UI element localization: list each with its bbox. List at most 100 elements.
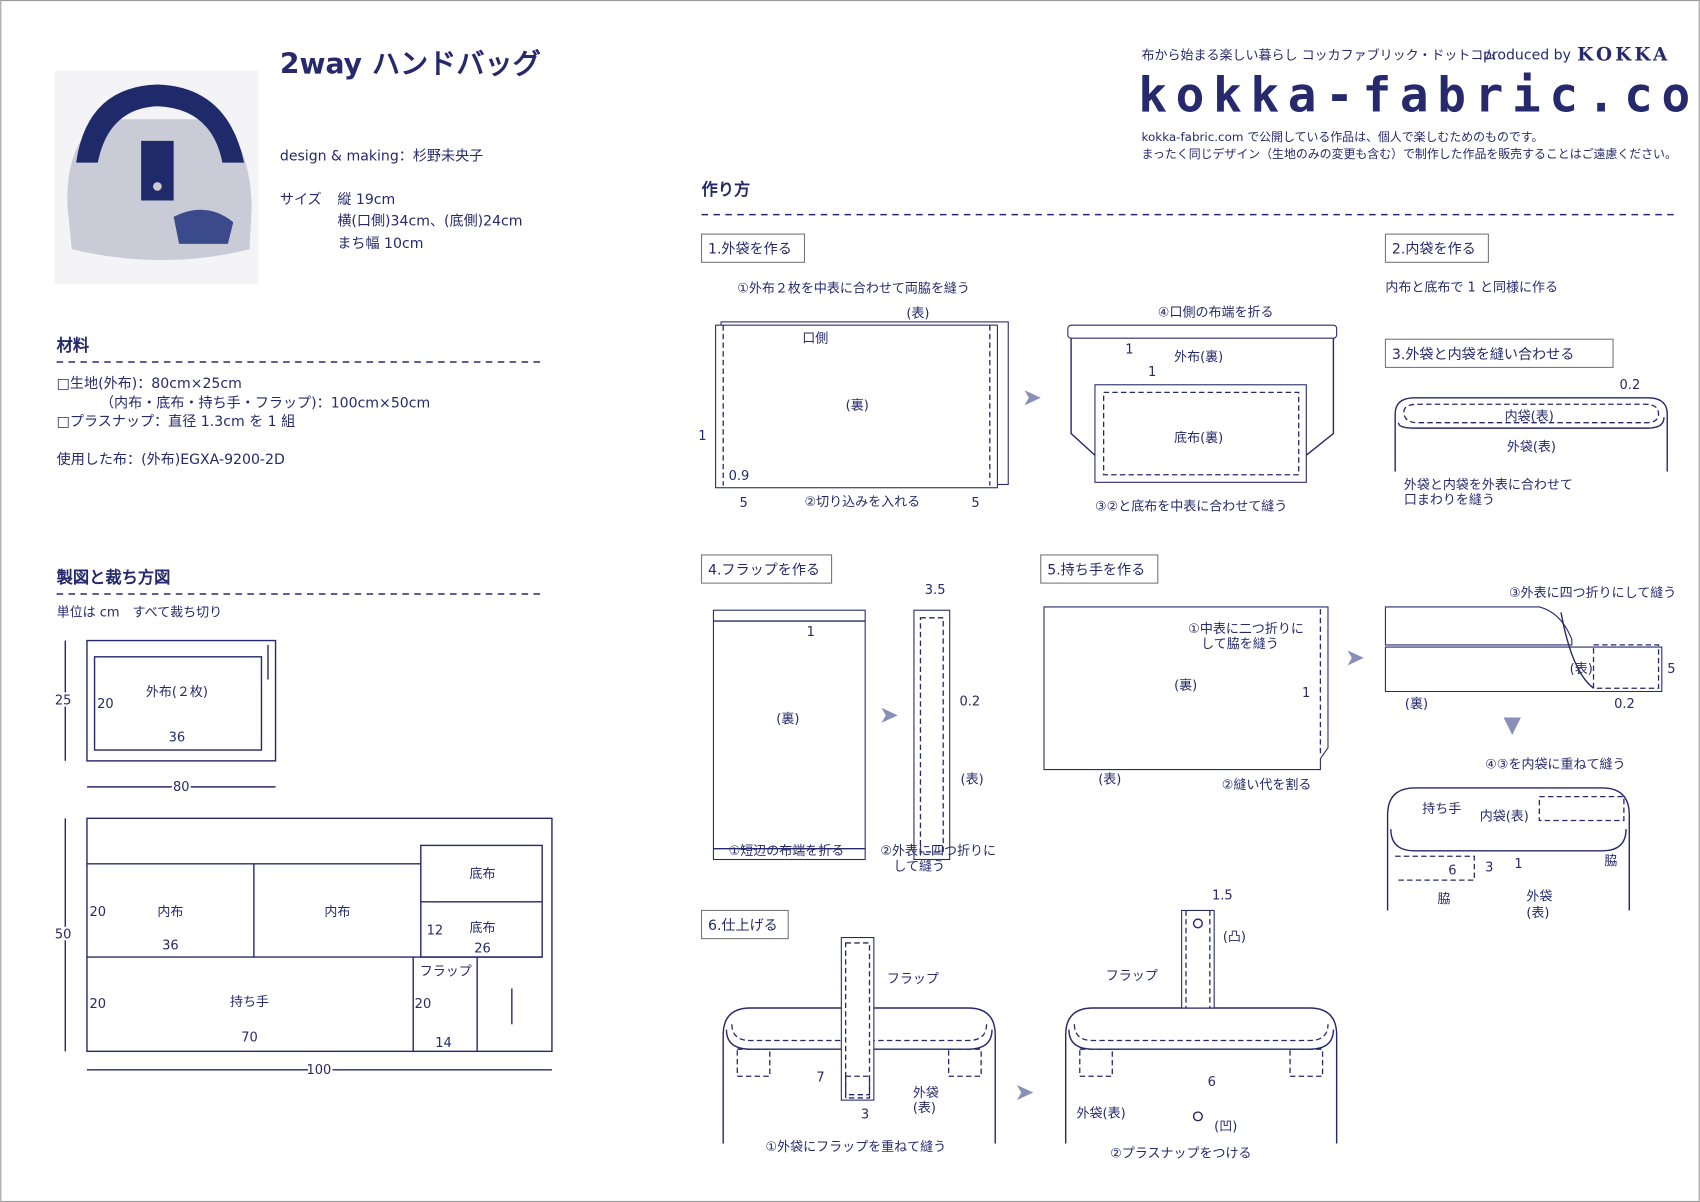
- annotation: 6: [1208, 1075, 1216, 1090]
- annotation: 口側: [802, 331, 828, 346]
- produced-by: produced by: [1483, 48, 1571, 64]
- material-line: □生地(外布)：80cm×25cm: [57, 376, 242, 392]
- annotation: 持ち手: [1422, 802, 1461, 817]
- annotation: (裏): [776, 712, 799, 727]
- dim: 80: [173, 780, 190, 795]
- annotation: して縫う: [893, 859, 945, 874]
- notice-line-1: kokka-fabric.com で公開している作品は、個人で楽しむためのもので…: [1142, 130, 1544, 144]
- step-title: 2.内袋を作る: [1392, 242, 1476, 258]
- cutting-diagram-lining: 内布 内布 底布 底布 持ち手 フラップ 20 36 12 26 20 70 2…: [53, 817, 553, 1080]
- annotation: ①中表に二つ折りに: [1188, 622, 1304, 637]
- annotation: 1: [1514, 857, 1522, 872]
- annotation: ③外表に四つ折りにして縫う: [1509, 586, 1676, 601]
- annotation: 外袋: [913, 1086, 939, 1101]
- annotation: 0.2: [1620, 378, 1641, 393]
- unit-note: 単位は cm すべて裁ち切り: [57, 605, 223, 621]
- cutting-heading: 製図と裁ち方図: [56, 568, 171, 587]
- annotation: ①外布２枚を中表に合わせて両脇を縫う: [737, 282, 970, 297]
- used-fabric: 使用した布：(外布)EGXA-9200-2D: [57, 451, 285, 468]
- annotation: 1: [698, 429, 706, 444]
- designer: design & making：杉野未央子: [280, 148, 483, 164]
- piece-label: 外布(２枚): [146, 685, 208, 700]
- annotation: 6: [1448, 864, 1456, 879]
- annotation: 3.5: [925, 583, 946, 598]
- dim: 20: [97, 697, 114, 712]
- annotation: (表): [1098, 773, 1121, 788]
- annotation: 外袋: [1526, 890, 1552, 905]
- dim: 12: [427, 923, 444, 938]
- dim: 36: [169, 730, 186, 745]
- piece-label: 持ち手: [230, 995, 269, 1010]
- annotation: (表): [906, 307, 929, 322]
- annotation: ①短辺の布端を折る: [729, 844, 845, 859]
- annotation: 外袋(表): [1507, 440, 1556, 455]
- annotation: 外袋(表): [1077, 1106, 1126, 1121]
- page-title: 2way ハンドバッグ: [280, 48, 541, 81]
- size-gusset: まち幅 10cm: [337, 236, 423, 252]
- notice-line-2: まったく同じデザイン（生地のみの変更も含む）で制作した作品を販売することはご遠慮…: [1142, 147, 1677, 161]
- dim: 50: [55, 928, 72, 943]
- annotation: フラップ: [887, 972, 939, 987]
- annotation: (裏): [1174, 678, 1197, 693]
- piece-label: 底布: [470, 866, 496, 882]
- annotation: 外布(裏): [1174, 350, 1223, 365]
- annotation: 1: [1125, 342, 1133, 357]
- bag-photo: [54, 70, 259, 284]
- annotation: ③②と底布を中表に合わせて縫う: [1095, 498, 1287, 514]
- annotation: 0.9: [729, 469, 750, 484]
- step-title: 6.仕上げる: [708, 918, 778, 934]
- brand-tagline: 布から始まる楽しい暮らし コッカファブリック・ドットコム: [1142, 48, 1497, 64]
- annotation: 1: [807, 625, 815, 640]
- dim: 20: [90, 905, 107, 920]
- annotation: フラップ: [1106, 969, 1158, 984]
- step-title: 3.外袋と内袋を縫い合わせる: [1392, 347, 1574, 363]
- dim: 26: [474, 942, 491, 957]
- annotation: ②縫い代を割る: [1222, 777, 1312, 793]
- step-title: 4.フラップを作る: [708, 562, 820, 578]
- step-3: 3.外袋と内袋を縫い合わせる 0.2 内袋(表) 外袋(表) 外袋と内袋を外表に…: [1384, 338, 1668, 508]
- kokka-maker: KOKKA: [1577, 45, 1670, 66]
- material-line: （内布・底布・持ち手・フラップ)：100cm×50cm: [100, 396, 430, 412]
- annotation: 3: [1485, 860, 1493, 875]
- materials-heading: 材料: [57, 336, 90, 355]
- size-height: 縦 19cm: [337, 192, 395, 208]
- dim: 36: [162, 938, 179, 953]
- size-label: サイズ: [280, 192, 322, 208]
- step-title: 1.外袋を作る: [708, 242, 792, 258]
- annotation: して脇を縫う: [1201, 637, 1279, 652]
- dim: 14: [435, 1036, 452, 1051]
- piece-label: 底布: [470, 920, 496, 936]
- annotation: 内袋(表): [1505, 409, 1554, 425]
- annotation: ④口側の布端を折る: [1158, 305, 1274, 320]
- step-5: 5.持ち手を作る ①中表に二つ折りに して脇を縫う (裏) 1 (表) ②縫い代…: [1040, 554, 1676, 921]
- cutting-diagram-outer: 外布(２枚) 20 36 25 80: [53, 639, 277, 797]
- piece-label: 内布: [324, 904, 350, 920]
- dim: 100: [306, 1063, 331, 1078]
- dim: 70: [241, 1031, 258, 1046]
- annotation: (凸): [1223, 930, 1246, 945]
- step-2: 2.内袋を作る 内布と底布で 1 と同様に作る: [1384, 233, 1558, 296]
- annotation: ②切り込みを入れる: [804, 495, 920, 510]
- size-width: 横(口側)34cm、(底側)24cm: [337, 213, 522, 229]
- step-6: 6.仕上げる フラップ 7 3 外袋 (表) ①外袋にフラップを重ねて縫う 1.…: [700, 889, 1338, 1162]
- annotation: 5: [739, 496, 747, 511]
- annotation: 1: [1302, 686, 1310, 701]
- howto-heading: 作り方: [702, 180, 751, 199]
- annotation: ②外表に四つ折りに: [880, 844, 996, 859]
- piece-label: フラップ: [420, 964, 472, 979]
- dim: 20: [90, 997, 107, 1012]
- annotation: (表): [1526, 906, 1549, 921]
- step-1: 1.外袋を作る ①外布２枚を中表に合わせて両脇を縫う (表) 口側 (裏) 1 …: [698, 233, 1338, 514]
- step-title: 5.持ち手を作る: [1047, 562, 1145, 578]
- annotation: (表): [1570, 662, 1593, 677]
- annotation: 5: [1667, 662, 1675, 677]
- annotation: 5: [971, 496, 979, 511]
- annotation: 内袋(表): [1480, 808, 1529, 824]
- annotation: (表): [913, 1101, 936, 1116]
- annotation: (表): [961, 773, 984, 788]
- dim: 25: [55, 694, 72, 709]
- annotation: 口まわりを縫う: [1404, 493, 1495, 508]
- annotation: 底布(裏): [1174, 430, 1223, 446]
- piece-label: 内布: [157, 904, 183, 920]
